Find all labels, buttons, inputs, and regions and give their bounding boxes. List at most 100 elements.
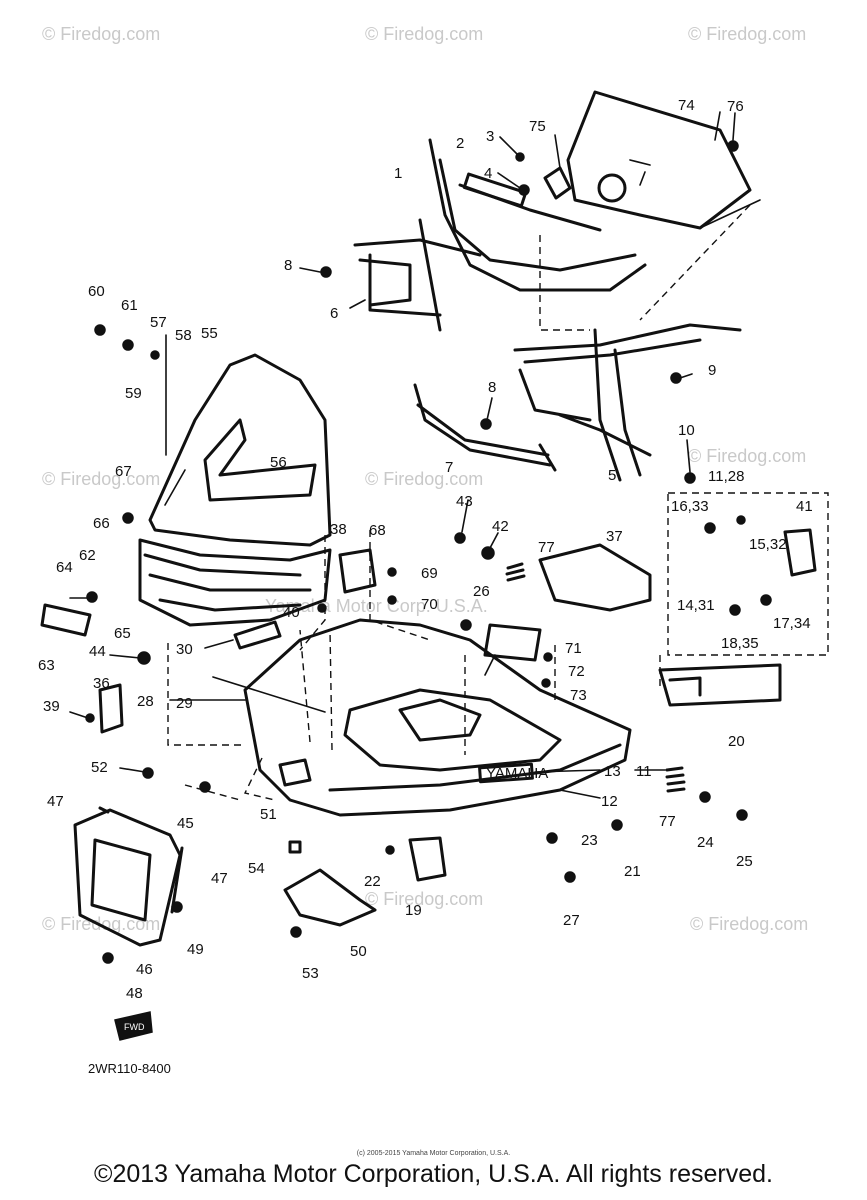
- label-15-32: 15,32: [749, 536, 787, 553]
- label-24: 24: [697, 834, 714, 851]
- label-47: 47: [211, 870, 228, 887]
- label-29: 29: [176, 695, 193, 712]
- label-66: 66: [93, 515, 110, 532]
- label-10: 10: [678, 422, 695, 439]
- label-8: 8: [488, 379, 496, 396]
- watermark: © Firedog.com: [365, 469, 483, 489]
- label-11: 11: [636, 763, 652, 780]
- label-52: 52: [91, 759, 108, 776]
- label-4: 4: [484, 165, 492, 182]
- label-50: 50: [350, 943, 367, 960]
- label-75: 75: [529, 118, 546, 135]
- copyright-notice: ©2013 Yamaha Motor Corporation, U.S.A. A…: [94, 1160, 773, 1188]
- part-number-labels: 1 2 3 4 5 6 7 8 8 9 10 11,28 11 12 13 14…: [38, 97, 813, 1002]
- label-36: 36: [93, 675, 110, 692]
- label-42: 42: [492, 518, 509, 535]
- label-53: 53: [302, 965, 319, 982]
- label-64: 64: [56, 559, 73, 576]
- part-63-bracket: [40, 603, 92, 637]
- label-54: 54: [248, 860, 265, 877]
- label-23: 23: [581, 832, 598, 849]
- label-37: 37: [606, 528, 623, 545]
- part-71-mirror: [483, 623, 542, 676]
- label-6: 6: [330, 305, 338, 322]
- label-76: 76: [727, 98, 744, 115]
- part-20-duct: [658, 663, 782, 707]
- label-26: 26: [473, 583, 490, 600]
- part-7-bracket: [413, 383, 557, 472]
- label-49: 49: [187, 941, 204, 958]
- part-55-windshield: [148, 353, 332, 547]
- label-71: 71: [565, 640, 582, 657]
- label-57: 57: [150, 314, 167, 331]
- label-77: 77: [538, 539, 555, 556]
- yamaha-emblem-text: YAMAHA: [486, 765, 548, 782]
- part-47-trim: [98, 806, 184, 914]
- label-17-34: 17,34: [773, 615, 811, 632]
- label-68: 68: [369, 522, 386, 539]
- label-55: 55: [201, 325, 218, 342]
- label-46: 46: [136, 961, 153, 978]
- part-48-fwd-tag: FWD: [114, 1011, 153, 1041]
- part-11-fairing: YAMAHA: [243, 618, 632, 817]
- part-50-cover: [283, 868, 377, 927]
- part-51-bracket: [278, 758, 312, 787]
- fwd-text: FWD: [124, 1022, 145, 1032]
- label-47: 47: [47, 793, 64, 810]
- leader-lines: [69, 111, 829, 801]
- label-44: 44: [89, 643, 106, 660]
- label-1: 1: [394, 165, 402, 182]
- watermark: © Firedog.com: [688, 24, 806, 44]
- label-16-33: 16,33: [671, 498, 709, 515]
- small-copyright: (c) 2005-2015 Yamaha Motor Corporation, …: [356, 1150, 511, 1157]
- label-59: 59: [125, 385, 142, 402]
- label-25: 25: [736, 853, 753, 870]
- part-77-spring: [505, 562, 686, 793]
- watermark: © Firedog.com: [42, 469, 160, 489]
- label-58: 58: [175, 327, 192, 344]
- label-12: 12: [601, 793, 618, 810]
- part-75-grommet: [543, 166, 572, 200]
- part-1-stay-upper: [353, 138, 647, 332]
- part-6-bracket: [358, 258, 412, 307]
- label-62: 62: [79, 547, 96, 564]
- label-43: 43: [456, 493, 473, 510]
- label-60: 60: [88, 283, 105, 300]
- label-72: 72: [568, 663, 585, 680]
- label-2: 2: [456, 135, 464, 152]
- label-51: 51: [260, 806, 277, 823]
- label-11-28: 11,28: [708, 468, 744, 485]
- label-3: 3: [486, 128, 494, 145]
- label-14-31: 14,31: [677, 597, 715, 614]
- label-40: 40: [283, 604, 300, 621]
- label-63: 63: [38, 657, 55, 674]
- watermark: © Firedog.com: [365, 24, 483, 44]
- label-9: 9: [708, 362, 716, 379]
- watermark: © Firedog.com: [42, 24, 160, 44]
- part-30-strip: [233, 620, 282, 650]
- label-56: 56: [270, 454, 287, 471]
- diagram-code: 2WR110-8400: [88, 1061, 171, 1076]
- part-68-mirror-pad: [338, 548, 377, 594]
- label-5: 5: [608, 467, 616, 484]
- label-70: 70: [421, 596, 438, 613]
- label-45: 45: [177, 815, 194, 832]
- label-13: 13: [604, 763, 621, 780]
- label-19: 19: [405, 902, 422, 919]
- label-48: 48: [126, 985, 143, 1002]
- label-28: 28: [137, 693, 154, 710]
- label-77: 77: [659, 813, 676, 830]
- part-74-meter-cover: [566, 90, 761, 230]
- label-20: 20: [728, 733, 745, 750]
- watermark: © Firedog.com: [688, 446, 806, 466]
- label-65: 65: [114, 625, 131, 642]
- part-5-stay-lower: [513, 323, 742, 482]
- label-38: 38: [330, 521, 347, 538]
- part-36-cover: [98, 683, 124, 734]
- label-39: 39: [43, 698, 60, 715]
- label-18-35: 18,35: [721, 635, 759, 652]
- part-46-panel: [73, 808, 182, 947]
- label-69: 69: [421, 565, 438, 582]
- part-19-pad: [408, 836, 447, 882]
